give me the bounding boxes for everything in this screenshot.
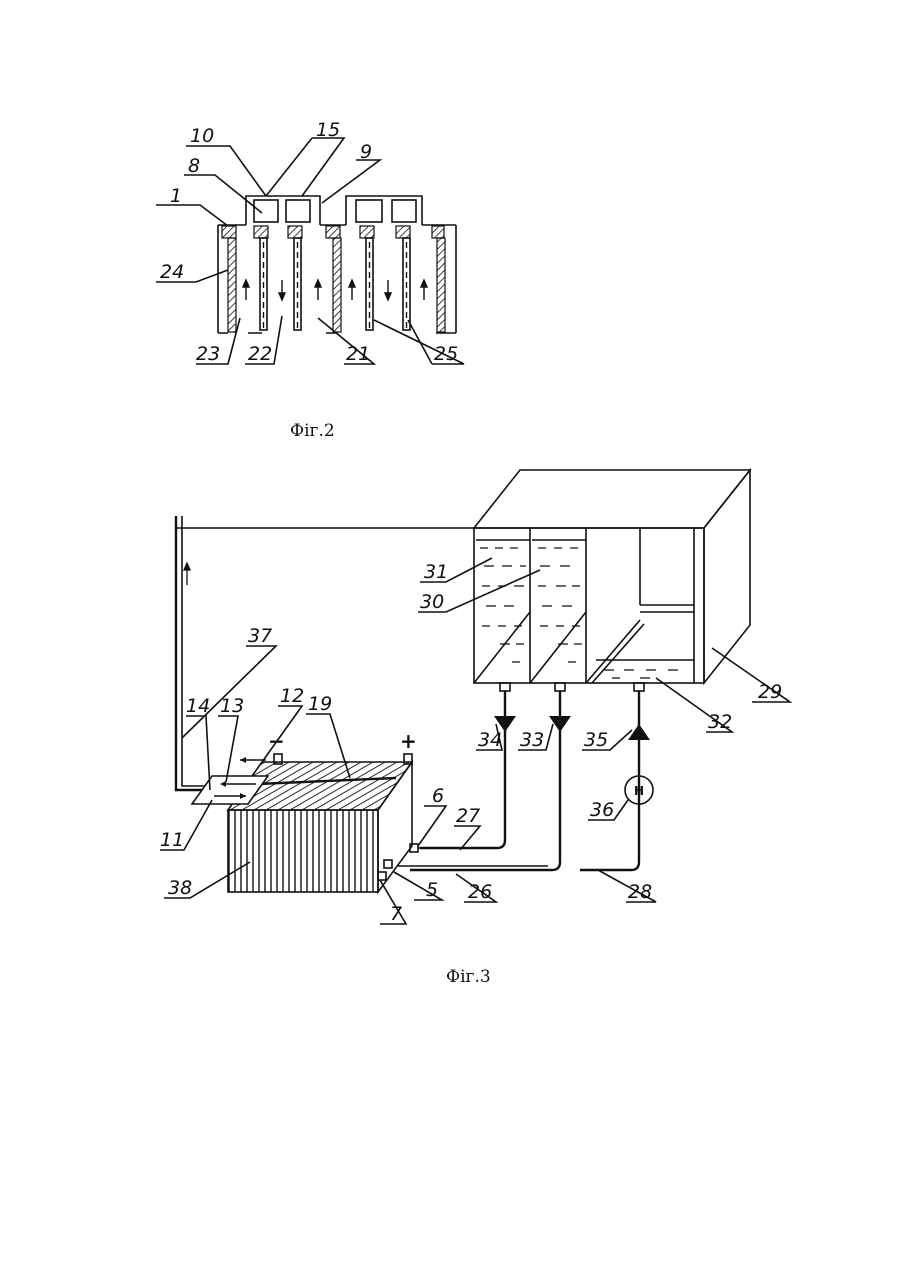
label-36: 36 [590,799,614,821]
label-12: 12 [280,685,304,707]
label-8: 8 [188,155,200,177]
label-21: 21 [346,343,370,365]
label-22: 22 [248,343,272,365]
figure-3: H − + [160,470,790,987]
label-14: 14 [186,695,210,717]
label-11: 11 [160,829,184,851]
label-1: 1 [170,185,182,207]
label-32: 32 [708,711,732,733]
label-15: 15 [316,119,340,141]
label-33: 33 [520,729,544,751]
figure-3-caption: Фіг.3 [446,967,491,987]
label-23: 23 [196,343,220,365]
battery-38 [192,754,420,892]
label-27: 27 [456,805,480,827]
label-30: 30 [420,591,444,613]
label-38: 38 [168,877,192,899]
label-28: 28 [628,881,652,903]
arrow-up-icon [184,563,190,585]
label-9: 9 [360,141,372,163]
label-6: 6 [432,785,444,807]
label-37: 37 [248,625,272,647]
label-24: 24 [160,261,184,283]
label-34: 34 [478,729,502,751]
label-5: 5 [426,879,438,901]
label-19: 19 [308,693,332,715]
figure-2: 10 15 8 9 1 24 23 22 21 25 Фіг.2 [156,119,464,441]
label-25: 25 [434,343,458,365]
triangle-up-icon [628,724,650,740]
pump-symbol: H [634,784,644,798]
label-31: 31 [424,561,448,583]
label-29: 29 [758,681,782,703]
figure-2-caption: Фіг.2 [290,421,335,441]
label-10: 10 [190,125,214,147]
label-35: 35 [584,729,608,751]
label-13: 13 [220,695,244,717]
plus-sign: + [400,729,417,753]
label-7: 7 [390,903,402,925]
label-26: 26 [468,881,492,903]
